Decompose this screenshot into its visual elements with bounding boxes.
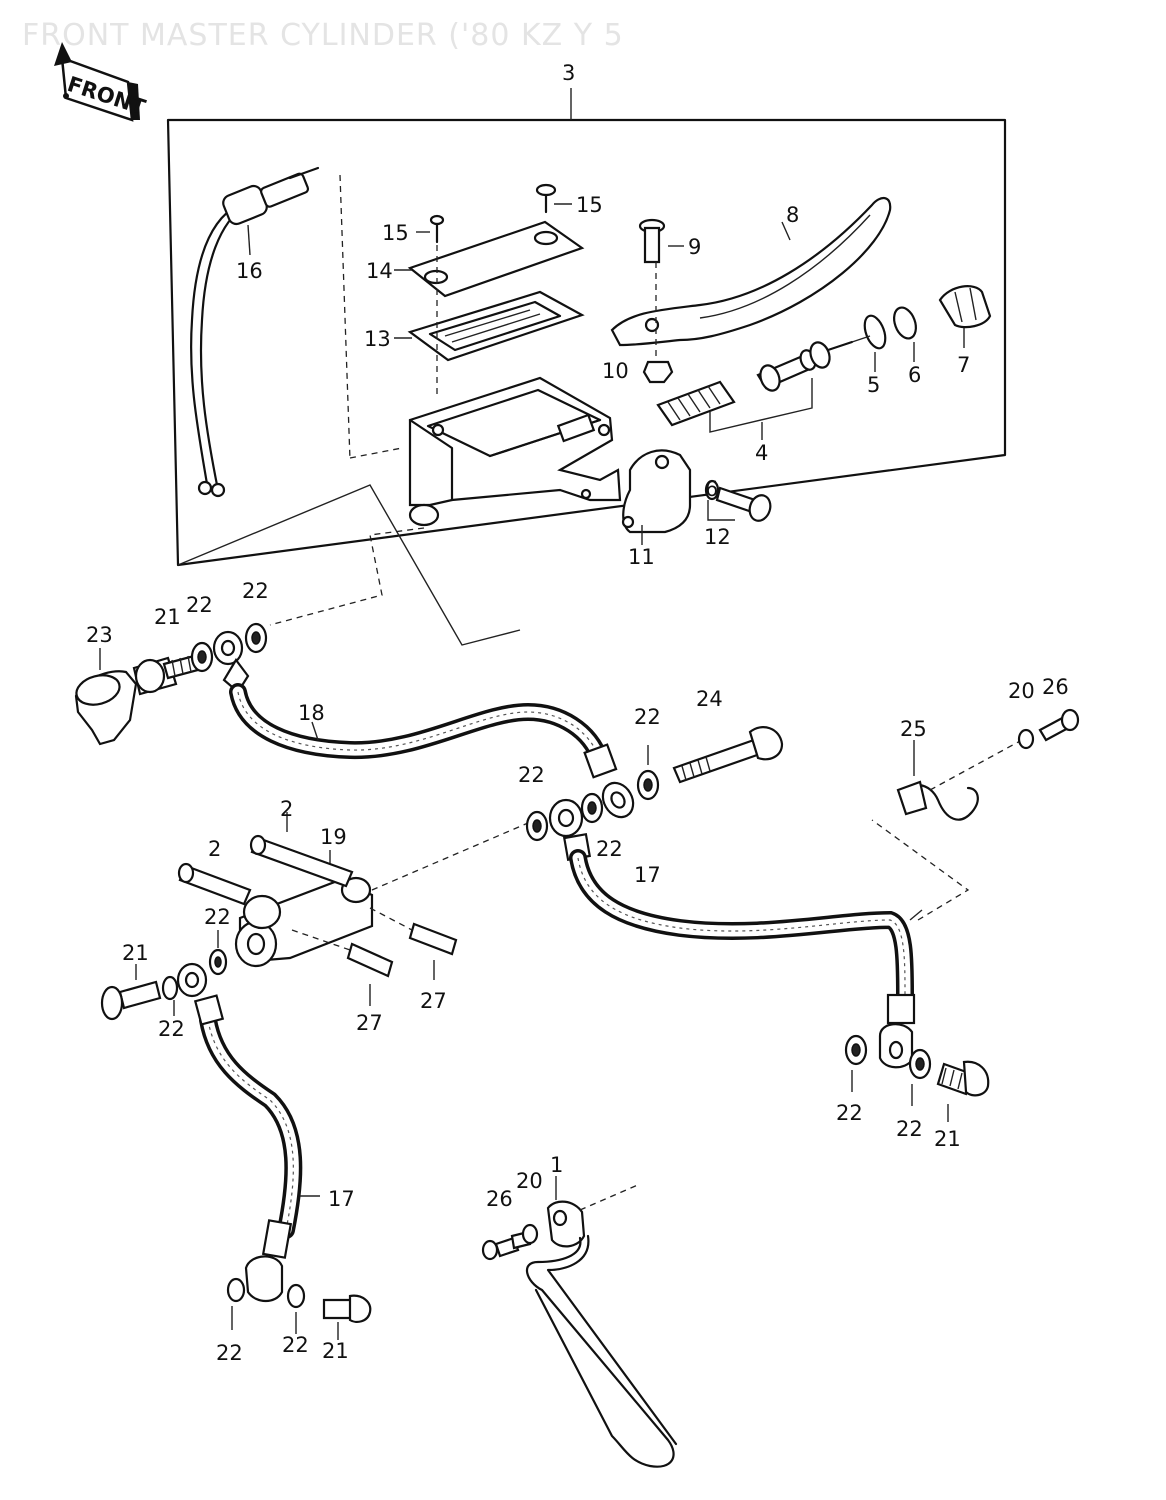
callout-5: 5 — [867, 373, 880, 397]
callout-26: 26 — [486, 1187, 513, 1211]
front-direction-badge: FRONT — [54, 42, 149, 122]
cap-screw-right — [535, 183, 572, 214]
callout-12: 12 — [704, 525, 731, 549]
callout-16: 16 — [236, 259, 263, 283]
assembly-outline — [166, 88, 1007, 646]
pin-27-right — [369, 907, 458, 980]
junction-block-19 — [234, 819, 536, 968]
callout-10: 10 — [602, 359, 629, 383]
callout-21: 21 — [322, 1339, 349, 1363]
master-cylinder-body — [269, 376, 622, 626]
handlebar-clamp — [621, 449, 692, 545]
callout-22: 22 — [282, 1333, 309, 1357]
callout-22: 22 — [204, 905, 231, 929]
callout-22: 22 — [186, 593, 213, 617]
banjo-bolt-21-right — [936, 1060, 990, 1122]
callout-20: 20 — [516, 1169, 543, 1193]
callout-8: 8 — [786, 203, 799, 227]
pivot-nut — [642, 262, 674, 384]
piston-spring — [656, 380, 736, 427]
banjo-bolt-21-left — [100, 964, 179, 1021]
callout-21: 21 — [122, 941, 149, 965]
brake-light-switch — [190, 166, 351, 498]
pressure-switch — [74, 648, 200, 746]
bottom-fittings-left — [226, 1277, 372, 1340]
retaining-ring — [863, 314, 887, 372]
mounting-bolt-upper — [249, 812, 354, 888]
callout-22: 22 — [158, 1017, 185, 1041]
banjo-washer-left-lower — [173, 930, 228, 1016]
callout-17: 17 — [634, 863, 661, 887]
banjo-fitting-top-left — [212, 630, 250, 694]
callout-20: 20 — [1008, 679, 1035, 703]
callout-22: 22 — [836, 1101, 863, 1125]
mounting-bolt-lower — [177, 862, 252, 906]
dust-boot — [938, 285, 992, 348]
callout-24: 24 — [696, 687, 723, 711]
callout-26: 26 — [1042, 675, 1069, 699]
piston — [709, 340, 854, 440]
callout-22: 22 — [634, 705, 661, 729]
callout-22: 22 — [216, 1341, 243, 1365]
reservoir-cap — [394, 220, 585, 298]
brake-hose-18 — [229, 683, 635, 819]
callout-2: 2 — [280, 797, 293, 821]
callout-27: 27 — [420, 989, 447, 1013]
reservoir-diaphragm — [394, 290, 585, 362]
brake-hose-17-right — [525, 792, 970, 1069]
callout-21: 21 — [154, 605, 181, 629]
part-callouts: 3 16 15 15 14 13 9 8 10 5 6 7 4 6 11 12 … — [86, 61, 1069, 1365]
callout-18: 18 — [298, 701, 325, 725]
callout-22: 22 — [596, 837, 623, 861]
callout-27: 27 — [356, 1011, 383, 1035]
callout-25: 25 — [900, 717, 927, 741]
banjo-bolt-24 — [636, 726, 784, 801]
callout-22: 22 — [242, 579, 269, 603]
pivot-bolt — [638, 218, 684, 264]
callout-9: 9 — [688, 235, 701, 259]
callout-2: 2 — [208, 837, 221, 861]
bracket-screw-26 — [481, 1223, 539, 1261]
callout-22: 22 — [896, 1117, 923, 1141]
callout-23: 23 — [86, 623, 113, 647]
seal-washer — [893, 306, 917, 362]
banjo-washers-right-lower — [844, 1034, 932, 1106]
banjo-washer-top-right — [244, 622, 268, 654]
callout-6: 6 — [908, 363, 921, 387]
callout-15: 15 — [382, 221, 409, 245]
callout-7: 7 — [957, 353, 970, 377]
clamp-bolt — [704, 479, 772, 522]
callout-14: 14 — [366, 259, 393, 283]
brake-hose-17-left — [176, 962, 320, 1303]
brake-lever — [610, 197, 892, 347]
callout-21: 21 — [934, 1127, 961, 1151]
hose-clamp-25 — [896, 739, 1023, 821]
cap-screw-left — [416, 214, 445, 244]
pin-27-left — [291, 929, 394, 1006]
callout-6: 6 — [705, 477, 718, 501]
callout-11: 11 — [628, 545, 655, 569]
callout-17: 17 — [328, 1187, 355, 1211]
banjo-washer-top-left — [190, 641, 214, 673]
callout-4: 4 — [755, 441, 768, 465]
diagram-title: FRONT MASTER CYLINDER ('80 KZ Y 5 — [22, 18, 624, 53]
callout-15: 15 — [576, 193, 603, 217]
hose-bracket-1 — [526, 1176, 678, 1468]
callout-3: 3 — [562, 61, 575, 85]
callout-1: 1 — [550, 1153, 563, 1177]
clamp-screw-26 — [1017, 708, 1080, 750]
callout-19: 19 — [320, 825, 347, 849]
callout-13: 13 — [364, 327, 391, 351]
callout-22: 22 — [518, 763, 545, 787]
